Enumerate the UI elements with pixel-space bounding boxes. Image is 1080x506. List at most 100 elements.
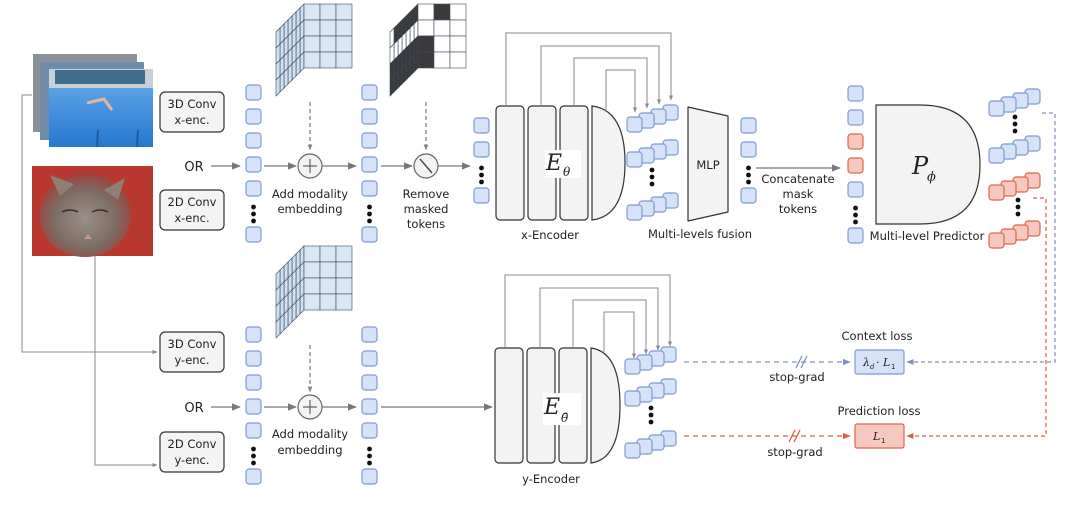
- token: [245, 326, 262, 343]
- modality-embedding-cube-x: [275, 3, 353, 97]
- add-icon-y: [297, 394, 323, 420]
- token: [361, 180, 378, 197]
- add-modality-label-y: Add modality: [272, 427, 348, 441]
- context-loss-path: [684, 112, 1056, 369]
- conv3d-y-encoder: 3D Conv y-enc.: [159, 331, 225, 373]
- token: [361, 84, 378, 101]
- stacked-token: [626, 151, 643, 168]
- cube-cell: [433, 51, 451, 69]
- cube-cell: [417, 19, 435, 37]
- x-encoder: E θ x-Encoder: [495, 105, 626, 242]
- ellipsis-dot: [367, 211, 372, 217]
- stop-grad-label-prediction: stop-grad: [767, 445, 822, 459]
- token: [361, 422, 378, 439]
- fusion-label: Multi-levels fusion: [648, 227, 752, 241]
- token: [740, 141, 757, 158]
- ellipsis-dot: [853, 212, 858, 218]
- predictor-subscript: ϕ: [927, 170, 936, 185]
- ellipsis-dot: [251, 453, 256, 459]
- token: [245, 108, 262, 125]
- prediction-L: L: [872, 430, 880, 443]
- token: [245, 226, 262, 243]
- predictor-label: Multi-level Predictor: [870, 229, 985, 243]
- cube-cell: [433, 19, 451, 37]
- ellipsis-dot: [648, 419, 654, 425]
- x-token-column-1: [245, 84, 262, 243]
- token: [361, 468, 378, 485]
- y-skip-connections: [504, 274, 672, 359]
- conv2d-x-label: 2D Conv: [168, 195, 217, 209]
- cube-cell: [279, 71, 285, 93]
- x-token-column-2: [361, 84, 378, 243]
- context-dot: ·: [876, 356, 880, 369]
- y-multilevel-token-stacks: [624, 346, 677, 459]
- ellipsis-dot: [367, 218, 372, 224]
- or-label-x: OR: [184, 160, 203, 175]
- context-L: L: [882, 356, 890, 369]
- remove-tokens-icon: [413, 153, 439, 179]
- cube-cell: [299, 293, 305, 315]
- y-encoder-symbol: E: [543, 395, 560, 420]
- token: [847, 227, 864, 244]
- cube-cell: [303, 19, 321, 37]
- cube-cell: [303, 51, 321, 69]
- prediction-loss-box: Prediction loss L 1: [838, 404, 921, 449]
- cube-cell: [409, 55, 415, 77]
- y-token-column-2: [361, 326, 378, 485]
- cube-cell: [417, 35, 435, 53]
- cube-cell: [319, 19, 337, 37]
- cube-cell: [417, 3, 435, 21]
- y-token-column-1: [245, 326, 262, 485]
- ellipsis-dot: [251, 211, 256, 217]
- cube-cell: [401, 63, 407, 85]
- token: [847, 109, 864, 126]
- context-loss-box: Context loss λ d · L 1: [842, 329, 912, 375]
- conv2d-y-label: 2D Conv: [168, 437, 217, 451]
- remove-label-2: masked: [404, 202, 449, 216]
- ellipsis-dot: [1012, 114, 1018, 120]
- token: [361, 226, 378, 243]
- x-multilevel-token-stacks: [626, 104, 679, 221]
- token: [740, 187, 757, 204]
- token: [361, 156, 378, 173]
- cube-cell: [335, 277, 353, 295]
- ellipsis-dot: [649, 167, 655, 173]
- ellipsis-dot: [649, 174, 655, 180]
- cube-cell: [279, 313, 285, 335]
- conv2d-x-encoder: 2D Conv x-enc.: [159, 189, 225, 231]
- cube-cell: [319, 277, 337, 295]
- conv3d-x-label: 3D Conv: [168, 97, 217, 111]
- cube-cell: [303, 35, 321, 53]
- conv3d-x-sublabel: x-enc.: [174, 113, 209, 127]
- ellipsis-dot: [367, 453, 372, 459]
- token: [245, 156, 262, 173]
- cube-cell: [449, 35, 467, 53]
- ellipsis-dot: [746, 172, 751, 178]
- cube-cell: [319, 261, 337, 279]
- cube-cell: [449, 3, 467, 21]
- mask-token: [847, 133, 864, 150]
- video-input: [33, 54, 153, 148]
- token: [245, 374, 262, 391]
- ellipsis-dot: [367, 460, 372, 466]
- cube-cell: [449, 51, 467, 69]
- cube-cell: [275, 317, 281, 339]
- cube-cell: [291, 301, 297, 323]
- token: [847, 85, 864, 102]
- image-input: [32, 166, 153, 257]
- token: [473, 117, 490, 134]
- cube-cell: [299, 51, 305, 73]
- concat-label-1: Concatenate: [761, 172, 834, 186]
- stacked-token: [626, 116, 643, 133]
- ellipsis-dot: [648, 412, 654, 418]
- cube-cell: [283, 309, 289, 331]
- cube-cell: [303, 277, 321, 295]
- mask-cube: [389, 3, 467, 97]
- ellipsis-dot: [479, 172, 484, 178]
- add-modality-label-x-2: embedding: [277, 202, 342, 216]
- context-L-sub: 1: [891, 363, 895, 371]
- cube-cell: [413, 51, 419, 73]
- add-icon-x: [297, 153, 323, 179]
- cube-cell: [303, 261, 321, 279]
- ellipsis-dot: [853, 219, 858, 225]
